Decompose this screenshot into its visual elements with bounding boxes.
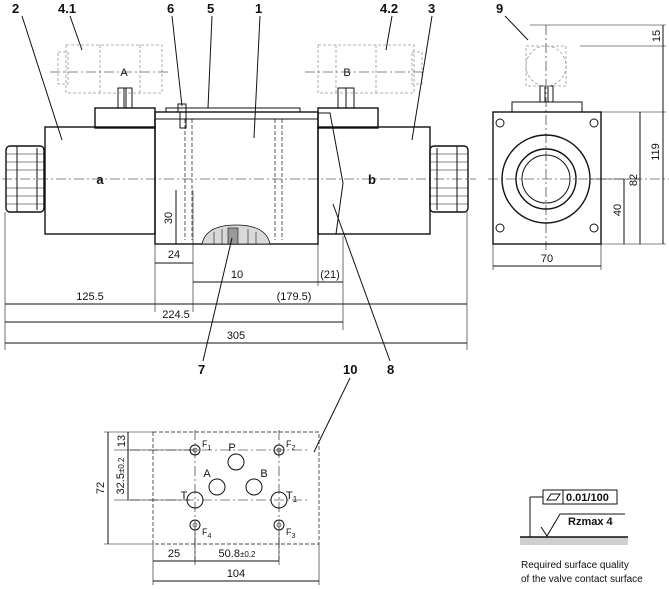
roughness-value: Rzmax 4 [568,516,614,528]
surface-note-line1: Required surface quality [521,560,629,571]
port-p [227,453,245,471]
roughness-symbol [540,513,625,537]
port-t-label: T [181,490,188,502]
dim-104: 104 [227,568,245,580]
dim-72: 72 [95,482,107,494]
callout-7: 7 [198,362,205,377]
port-a-label: A [203,468,211,480]
solenoid-a-label: a [96,172,104,187]
callout-4-2: 4.2 [380,1,398,16]
dim-10: 10 [231,269,243,281]
callout-10: 10 [343,362,357,377]
port-f2-label: F2 [286,439,296,452]
callout-3: 3 [428,1,435,16]
right-connector-base [317,107,379,129]
dim-15: 15 [651,30,663,42]
connector-a-label: A [120,67,128,79]
callout-6: 6 [167,1,174,16]
left-manual-override-nut [5,145,45,213]
port-b-label: B [260,468,267,480]
dim-70: 70 [541,253,553,265]
dim-224-5: 224.5 [162,309,190,321]
mounting-pattern: F1 F2 F4 F3 P A B T T1 10 72 13 32.5±0.2… [95,362,357,585]
dim-179-5: (179.5) [277,291,312,303]
port-p-label: P [228,442,235,454]
dim-32-5: 32.5±0.2 [115,457,127,494]
side-view: 9 15 119 82 40 70 [488,1,669,270]
surface-quality-symbol: 0.01/100 Rzmax 4 Required surface qualit… [520,489,643,585]
dim-25: 25 [168,548,180,560]
flatness-value: 0.01/100 [566,492,609,504]
dim-50-8: 50.8±0.2 [219,548,256,560]
solenoid-b-label: b [368,172,376,187]
callout-5: 5 [207,1,214,16]
callout-9: 9 [496,1,503,16]
callout-4-1: 4.1 [58,1,76,16]
port-f1-label: F1 [202,439,212,452]
dim-119: 119 [650,143,662,161]
front-view: a b A B 2 4.1 6 5 1 4.2 3 7 8 24 10 ( [2,1,476,377]
dim-30: 30 [163,212,175,224]
right-manual-override-nut [429,145,469,213]
valve-body [154,111,319,245]
dim-82: 82 [628,174,640,186]
callout-8: 8 [387,362,394,377]
connector-b-label: B [343,67,350,79]
dim-21: (21) [320,269,340,281]
dim-305: 305 [227,330,245,342]
left-connector-base [94,107,156,129]
callout-1: 1 [255,1,262,16]
surface-note-line2: of the valve contact surface [521,574,643,585]
dim-13: 13 [116,435,128,447]
connector-a-plug [65,44,163,94]
dim-40: 40 [612,204,624,216]
port-b [245,478,263,496]
port-a [208,478,226,496]
flatness-icon [546,493,561,501]
connector-b-plug [317,44,415,94]
mounting-surface-outline [152,431,320,545]
port-f2 [273,444,285,456]
nameplate [165,107,301,113]
coil-inner-circle [515,148,577,210]
side-body [492,111,602,245]
port-f3-label: F3 [286,527,296,540]
port-f4-label: F4 [202,527,212,540]
contact-surface [520,537,628,545]
dim-24: 24 [168,249,180,261]
dim-125-5: 125.5 [76,291,104,303]
port-t1-label: T1 [286,490,298,504]
callout-2: 2 [12,1,19,16]
port-t1 [270,491,288,509]
